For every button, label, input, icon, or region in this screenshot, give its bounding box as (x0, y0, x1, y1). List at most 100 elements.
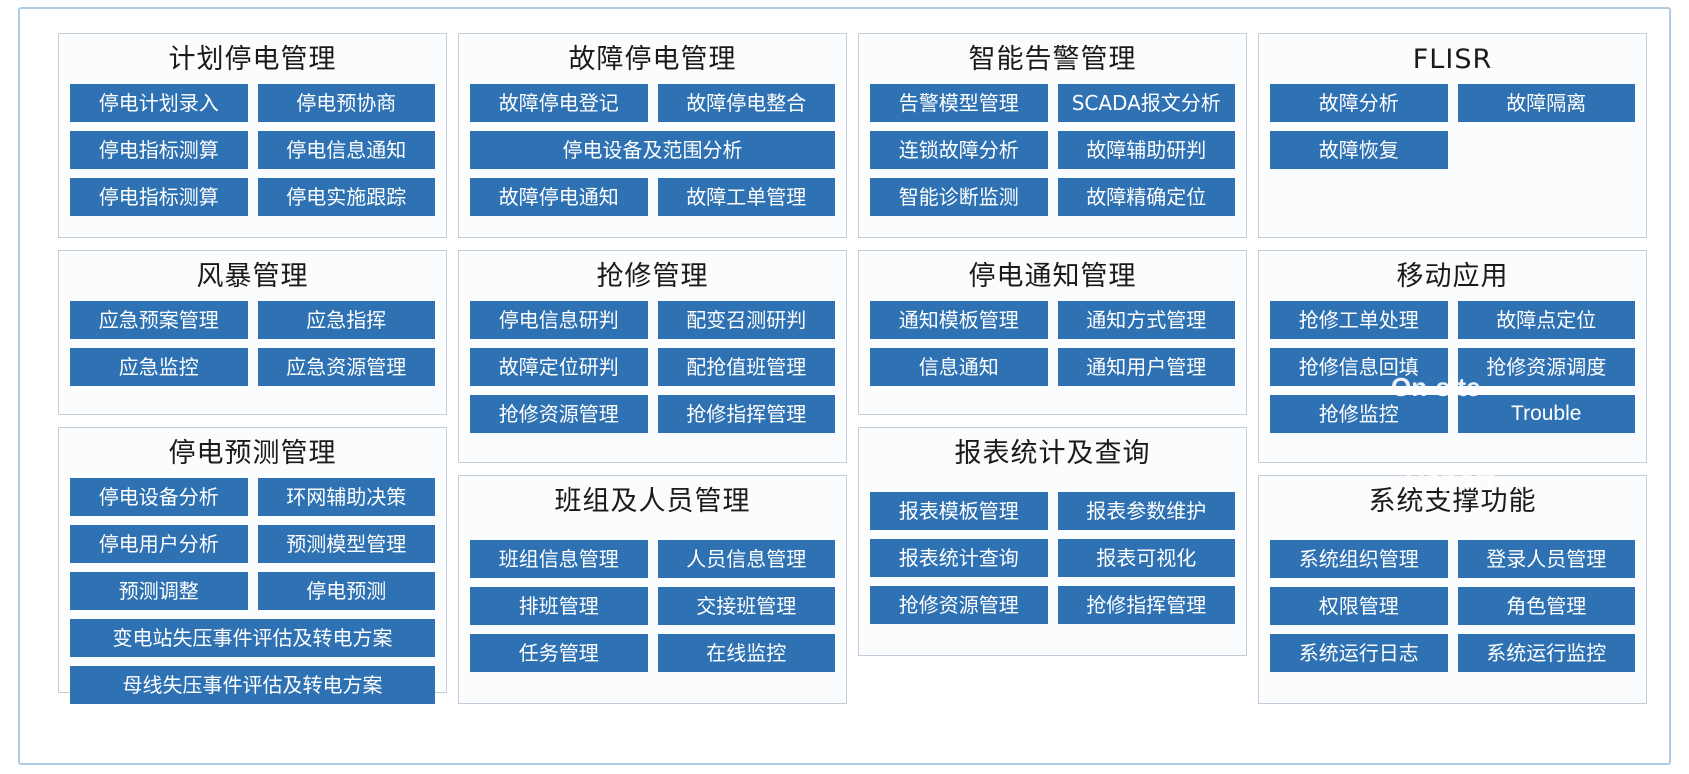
button-rows: 故障分析 故障隔离 故障恢复 (1270, 84, 1635, 169)
button-placeholder (1458, 131, 1636, 169)
button-rows: 停电信息研判 配变召测研判 故障定位研判 配抢值班管理 抢修资源管理 抢修指挥管… (470, 301, 835, 433)
panel-emergency-repair-management[interactable]: 抢修管理 停电信息研判 配变召测研判 故障定位研判 配抢值班管理 抢修资源管理 … (458, 250, 847, 463)
panel-title: 报表统计及查询 (954, 438, 1151, 469)
button-row: 信息通知 通知用户管理 (870, 348, 1235, 386)
panel-outage-notification-management[interactable]: 停电通知管理 通知模板管理 通知方式管理 信息通知 通知用户管理 (858, 250, 1247, 415)
module-button[interactable]: 通知方式管理 (1057, 301, 1235, 339)
module-button[interactable]: 故障停电通知 (470, 178, 648, 216)
module-button[interactable]: 停电信息研判 (470, 301, 648, 339)
module-button[interactable]: 停电预协商 (257, 84, 435, 122)
panel-crew-and-personnel-management[interactable]: 班组及人员管理 班组信息管理 人员信息管理 排班管理 交接班管理 任务管理 在线… (458, 475, 847, 704)
module-button[interactable]: 报表参数维护 (1057, 492, 1235, 530)
module-button[interactable]: 抢修信息回填 (1270, 348, 1448, 386)
module-button[interactable]: 班组信息管理 (470, 540, 648, 578)
module-button[interactable]: 连锁故障分析 (870, 131, 1048, 169)
panel-intelligent-alarm-management[interactable]: 智能告警管理 告警模型管理 SCADA报文分析 连锁故障分析 故障辅助研判 智能… (858, 33, 1247, 238)
module-button[interactable]: 抢修工单处理 (1270, 301, 1448, 339)
module-button[interactable]: 系统组织管理 (1270, 540, 1448, 578)
panel-outage-forecast-management[interactable]: 停电预测管理 停电设备分析 环网辅助决策 停电用户分析 预测模型管理 预测调整 … (58, 427, 447, 704)
module-button[interactable]: 故障恢复 (1270, 131, 1448, 169)
module-button[interactable]: 停电实施跟踪 (257, 178, 435, 216)
panel-storm-management[interactable]: 风暴管理 应急预案管理 应急指挥 应急监控 应急资源管理 (58, 250, 447, 415)
button-row: 抢修资源管理 抢修指挥管理 (470, 395, 835, 433)
module-button-trouble[interactable]: Trouble (1457, 395, 1635, 433)
module-button[interactable]: 系统运行日志 (1270, 634, 1448, 672)
module-button[interactable]: 停电用户分析 (70, 525, 248, 563)
module-button[interactable]: 故障分析 (1270, 84, 1448, 122)
module-button[interactable]: 配变召测研判 (657, 301, 835, 339)
module-button[interactable]: 角色管理 (1457, 587, 1635, 625)
module-button[interactable]: 停电信息通知 (257, 131, 435, 169)
module-button[interactable]: 智能诊断监测 (870, 178, 1048, 216)
module-button[interactable]: SCADA报文分析 (1057, 84, 1235, 122)
module-button[interactable]: 抢修资源调度 (1457, 348, 1635, 386)
module-button[interactable]: 应急资源管理 (257, 348, 435, 386)
module-button[interactable]: 停电指标测算 (70, 178, 248, 216)
module-button[interactable]: 抢修监控 (1270, 395, 1448, 433)
panel-title: 停电预测管理 (168, 438, 337, 469)
panel-fault-outage-management[interactable]: 故障停电管理 故障停电登记 故障停电整合 停电设备及范围分析 故障停电通知 故障… (458, 33, 847, 238)
panel-planned-outage-management[interactable]: 计划停电管理 停电计划录入 停电预协商 停电指标测算 停电信息通知 停电指标测算… (58, 33, 447, 238)
module-button[interactable]: 抢修资源管理 (870, 586, 1048, 624)
module-button[interactable]: 报表模板管理 (870, 492, 1048, 530)
panel-title: 智能告警管理 (968, 44, 1137, 75)
module-button[interactable]: 停电计划录入 (70, 84, 248, 122)
module-button[interactable]: 预测模型管理 (257, 525, 435, 563)
module-button[interactable]: 系统运行监控 (1457, 634, 1635, 672)
module-button[interactable]: 应急指挥 (257, 301, 435, 339)
panel-mobile-application[interactable]: 移动应用 抢修工单处理 故障点定位 抢修信息回填 抢修资源调度 抢修监控 Tro… (1258, 250, 1647, 463)
module-button[interactable]: 在线监控 (657, 634, 835, 672)
module-button[interactable]: 故障工单管理 (657, 178, 835, 216)
module-button[interactable]: 应急监控 (70, 348, 248, 386)
module-button[interactable]: 交接班管理 (657, 587, 835, 625)
panel-report-statistics-and-query[interactable]: 报表统计及查询 报表模板管理 报表参数维护 报表统计查询 报表可视化 抢修资源管… (858, 427, 1247, 656)
button-row: 停电设备分析 环网辅助决策 (70, 478, 435, 516)
panel-flisr[interactable]: FLISR 故障分析 故障隔离 故障恢复 (1258, 33, 1647, 238)
module-button[interactable]: 人员信息管理 (657, 540, 835, 578)
module-button[interactable]: 停电设备及范围分析 (470, 131, 835, 169)
module-button[interactable]: 报表统计查询 (870, 539, 1048, 577)
panel-title: 风暴管理 (196, 261, 309, 292)
module-button[interactable]: 预测调整 (70, 572, 248, 610)
module-button[interactable]: 应急预案管理 (70, 301, 248, 339)
button-row: 通知模板管理 通知方式管理 (870, 301, 1235, 339)
button-rows: 停电设备分析 环网辅助决策 停电用户分析 预测模型管理 预测调整 停电预测 变电… (70, 478, 435, 704)
module-button[interactable]: 抢修指挥管理 (657, 395, 835, 433)
module-button[interactable]: 变电站失压事件评估及转电方案 (70, 619, 435, 657)
module-button[interactable]: 故障精确定位 (1057, 178, 1235, 216)
module-button[interactable]: 环网辅助决策 (257, 478, 435, 516)
panel-title: 班组及人员管理 (554, 486, 751, 517)
module-button[interactable]: 通知用户管理 (1057, 348, 1235, 386)
module-button[interactable]: 抢修指挥管理 (1057, 586, 1235, 624)
module-button[interactable]: 故障点定位 (1457, 301, 1635, 339)
button-row: 故障停电登记 故障停电整合 (470, 84, 835, 122)
module-button[interactable]: 通知模板管理 (870, 301, 1048, 339)
button-row: 抢修工单处理 故障点定位 (1270, 301, 1635, 339)
module-button[interactable]: 故障隔离 (1457, 84, 1635, 122)
module-button[interactable]: 抢修资源管理 (470, 395, 648, 433)
module-button[interactable]: 故障停电整合 (657, 84, 835, 122)
module-button[interactable]: 排班管理 (470, 587, 648, 625)
module-button[interactable]: 停电设备分析 (70, 478, 248, 516)
module-button[interactable]: 停电指标测算 (70, 131, 248, 169)
module-button[interactable]: 信息通知 (870, 348, 1048, 386)
button-row: 班组信息管理 人员信息管理 (470, 540, 835, 578)
module-button[interactable]: 登录人员管理 (1457, 540, 1635, 578)
button-rows: 停电计划录入 停电预协商 停电指标测算 停电信息通知 停电指标测算 停电实施跟踪 (70, 84, 435, 216)
module-button[interactable]: 告警模型管理 (870, 84, 1048, 122)
module-button[interactable]: 停电预测 (257, 572, 435, 610)
module-button[interactable]: 报表可视化 (1057, 539, 1235, 577)
module-button[interactable]: 权限管理 (1270, 587, 1448, 625)
button-row: 变电站失压事件评估及转电方案 (70, 619, 435, 657)
module-button[interactable]: 母线失压事件评估及转电方案 (70, 666, 435, 704)
button-row: 报表模板管理 报表参数维护 (870, 492, 1235, 530)
module-button[interactable]: 配抢值班管理 (657, 348, 835, 386)
button-row: 停电指标测算 停电信息通知 (70, 131, 435, 169)
panel-system-support-functions[interactable]: 系统支撑功能 系统组织管理 登录人员管理 权限管理 角色管理 系统运行日志 系统… (1258, 475, 1647, 704)
module-button[interactable]: 故障停电登记 (470, 84, 648, 122)
module-button[interactable]: 故障定位研判 (470, 348, 648, 386)
button-rows: 报表模板管理 报表参数维护 报表统计查询 报表可视化 抢修资源管理 抢修指挥管理 (870, 492, 1235, 624)
module-button[interactable]: 任务管理 (470, 634, 648, 672)
module-button[interactable]: 故障辅助研判 (1057, 131, 1235, 169)
button-rows: 故障停电登记 故障停电整合 停电设备及范围分析 故障停电通知 故障工单管理 (470, 84, 835, 216)
